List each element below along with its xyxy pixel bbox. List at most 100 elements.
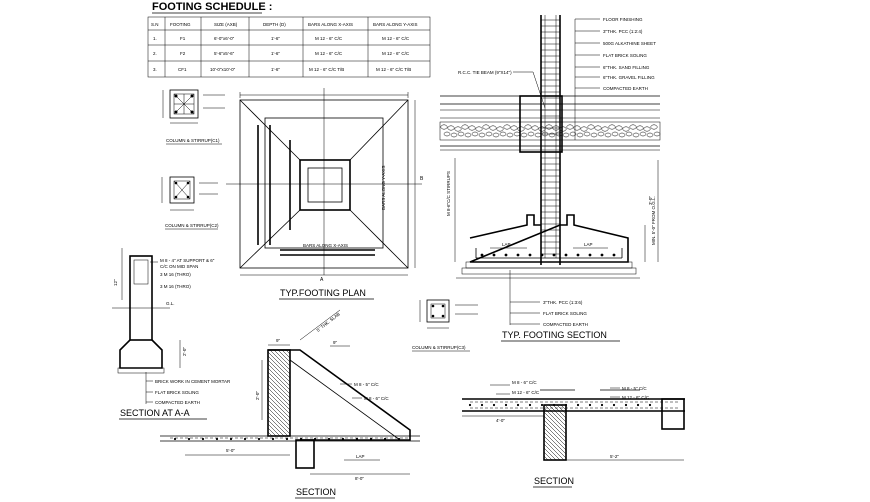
schedule-header-size: SIZE (AXB) [214,22,238,27]
schedule-header-depth: DEPTH (D) [263,22,286,27]
schedule-title: FOOTING SCHEDULE : [152,1,272,13]
gravel-stone [646,132,654,138]
section-aa-bottom-label: COMPACTED EARTH [155,400,200,405]
gravel-stone [625,131,633,137]
gravel-stone [450,132,458,138]
slab-label: M 8 - 6" C/C [512,380,537,385]
gravel-stone [534,132,542,138]
rebar-dot [504,403,508,407]
slab-rebar [468,403,652,407]
gravel-stone [632,132,640,138]
wall-hatch [267,349,291,437]
rebar-dot [243,437,247,441]
slab-label: M 12 - 6" C/C [622,395,650,400]
hatch-line [544,404,567,427]
footing-lap-right: LAP [584,242,593,247]
gravel-stone [468,125,476,131]
rebar-dot [173,437,177,441]
schedule-header-footing: FOOTING [170,22,191,27]
gravel-stone [454,126,462,132]
gravel-stone [583,131,591,137]
hatch-line [543,419,567,443]
hatch-line [273,349,291,367]
gravel-stone [492,132,500,138]
gravel-stone [604,132,612,138]
schedule-cell: 1'-6" [271,36,280,41]
rebar-dot [492,253,496,257]
footing-stirrup-label: M 8-6"C/C STIRRUPS [446,171,451,216]
layer-label: 500G ALKATHINE SHEET [603,41,656,46]
hatch-line [267,411,291,435]
rebar-dot [648,403,652,407]
layer-label: 6"THK. SAND FILLING [603,65,650,70]
layer-label: FLOOR FINISHING [603,17,643,22]
rebar-dot [612,253,616,257]
rebar-dot [612,403,616,407]
schedule-cell: 2. [153,51,157,56]
schedule-cell: M 12 - 6" C/C T/B [376,67,411,72]
hatch-line [543,447,557,461]
hatch-line [267,431,273,437]
rebar-dot [257,437,261,441]
gravel-stone [562,132,570,138]
stair-dim: 5'-0" [226,448,235,453]
schedule-header-sn: S.N [151,22,159,27]
stair-label: 5" THK. SLAB [316,311,341,332]
bottom-rebar [480,253,616,257]
hatch-line [267,399,291,423]
hatch-line [267,355,291,379]
rebar-dot [299,437,303,441]
gravel-stone [489,125,497,131]
hatch-line [267,379,291,403]
schedule-cell: F1 [180,36,186,41]
hatch-line [267,391,291,415]
section-aa-label: M 8 - 4" AT SUPPORT & 6" [160,258,215,263]
hatch-line [543,435,567,459]
wall-hatch [543,404,567,461]
column-c2-label: COLUMN & STIRRUP(C2) [165,223,219,228]
hatch-line [267,387,291,411]
rebar-dot [540,253,544,257]
gravel-stone [611,131,619,137]
footing-plan: BARS ALONG X-AXIS BARS ALONG Y-AXIS A B … [226,88,424,300]
hatch-line [267,371,291,395]
plan-bars-x-label: BARS ALONG X-AXIS [303,243,348,248]
plan-bars-y-label: BARS ALONG Y-AXIS [381,165,386,210]
footing-depth-label: MIN. 5'-0" FROM O.G.L. [651,196,656,245]
footing-lap-left: LAP [502,242,511,247]
gravel-stone [594,125,602,131]
stair-rebar [173,437,401,441]
gravel-stone [559,126,567,132]
slab-section-title: SECTION [534,476,574,486]
column-c3-label: COLUMN & STIRRUP(C3) [412,345,466,350]
column-c1-detail: COLUMN & STIRRUP(C1) [162,89,225,145]
gravel-stone [643,126,651,132]
gravel-stone [601,126,609,132]
gravel-stone [552,125,560,131]
bottom-layer-label: COMPACTED EARTH [543,322,588,327]
stair-dim: LAP [356,454,365,459]
rebar-dot [397,437,401,441]
stair-label: M 8 - 5" C/C [354,382,379,387]
gravel-stone [499,131,507,137]
hatch-line [543,439,565,461]
hatch-line [543,415,567,439]
rebar-dot [516,253,520,257]
schedule-cell: M 12 - 6" C/C [315,36,343,41]
hatch-line [267,363,291,387]
footing-dim-h: 3'-0" [648,196,653,205]
gravel-stone [636,125,644,131]
gravel-stone [464,132,472,138]
gravel-stone [485,131,493,137]
schedule-cell: 1. [153,36,157,41]
stair-section: 5" THK. SLAB M 8 - 5" C/C M 8 - 6" C/C 9… [160,309,420,499]
gravel-stone [653,131,661,137]
gravel-stone [520,132,528,138]
schedule-cell: 6'-0"x6'-0" [214,36,235,41]
gravel-stone [517,126,525,132]
gravel-stone [443,131,451,137]
column-c2-detail: COLUMN & STIRRUP(C2) [161,176,219,230]
hatch-line [267,427,277,437]
hatch-line [267,403,291,427]
hatch-line [543,427,567,451]
